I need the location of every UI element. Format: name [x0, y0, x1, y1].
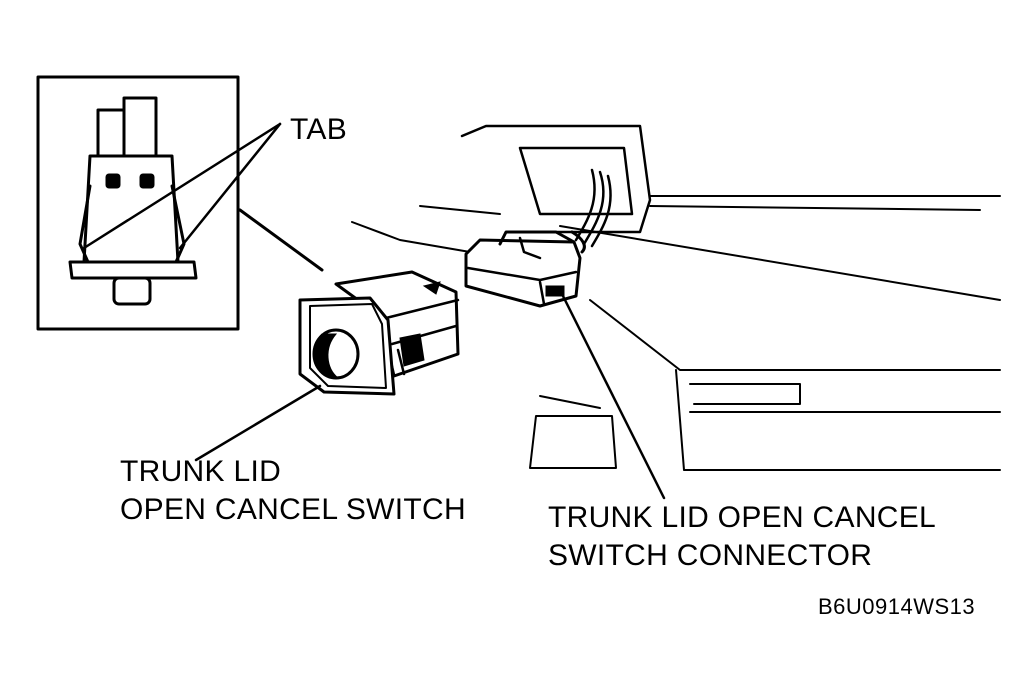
connector-label-line2: SWITCH CONNECTOR [548, 539, 873, 572]
figure-code: B6U0914WS13 [818, 594, 976, 619]
switch-leader-line [194, 384, 322, 462]
tab-leaders [82, 122, 282, 250]
switch-drawing [298, 270, 460, 396]
connector-drawing [464, 230, 586, 308]
switch-label-line1: TRUNK LID [120, 455, 282, 488]
inset-detail [36, 75, 240, 331]
connector-leader-line [558, 288, 666, 500]
tab-label: TAB [290, 113, 348, 146]
connector-label-line1: TRUNK LID OPEN CANCEL [548, 501, 937, 534]
panel-outline [351, 124, 1001, 471]
inset-pointer-line [238, 208, 324, 272]
switch-label-line2: OPEN CANCEL SWITCH [120, 493, 466, 526]
